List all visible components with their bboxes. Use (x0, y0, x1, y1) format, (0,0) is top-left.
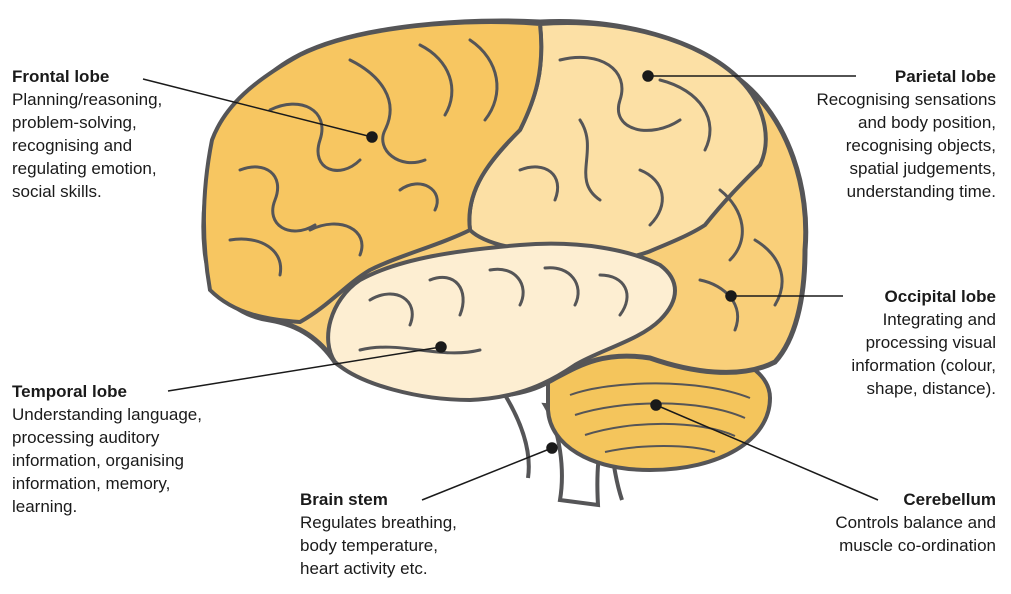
parietal-leader-dot (643, 71, 653, 81)
cerebellum-description: Controls balance and muscle co-ordinatio… (835, 511, 996, 557)
brainstem-leader-dot (547, 443, 557, 453)
frontal-lobe-description: Planning/reasoning, problem-solving, rec… (12, 88, 162, 203)
frontal-leader-dot (367, 132, 377, 142)
temporal-lobe-title: Temporal lobe (12, 380, 202, 403)
frontal-lobe-title: Frontal lobe (12, 65, 162, 88)
occipital-leader-dot (726, 291, 736, 301)
cerebellum-title: Cerebellum (835, 488, 996, 511)
brain-stem-description: Regulates breathing, body temperature, h… (300, 511, 457, 580)
occipital-lobe-description: Integrating and processing visual inform… (851, 308, 996, 400)
brain-stem-label: Brain stem Regulates breathing, body tem… (300, 488, 457, 580)
brain-stem-title: Brain stem (300, 488, 457, 511)
occipital-lobe-label: Occipital lobe Integrating and processin… (851, 285, 996, 400)
occipital-lobe-title: Occipital lobe (851, 285, 996, 308)
temporal-lobe-label: Temporal lobe Understanding language, pr… (12, 380, 202, 518)
cerebellum-leader-dot (651, 400, 661, 410)
parietal-lobe-title: Parietal lobe (816, 65, 996, 88)
parietal-lobe-description: Recognising sensations and body position… (816, 88, 996, 203)
parietal-lobe-label: Parietal lobe Recognising sensations and… (816, 65, 996, 203)
temporal-leader-dot (436, 342, 446, 352)
cerebellum-label: Cerebellum Controls balance and muscle c… (835, 488, 996, 557)
frontal-lobe-label: Frontal lobe Planning/reasoning, problem… (12, 65, 162, 203)
temporal-lobe-description: Understanding language, processing audit… (12, 403, 202, 518)
